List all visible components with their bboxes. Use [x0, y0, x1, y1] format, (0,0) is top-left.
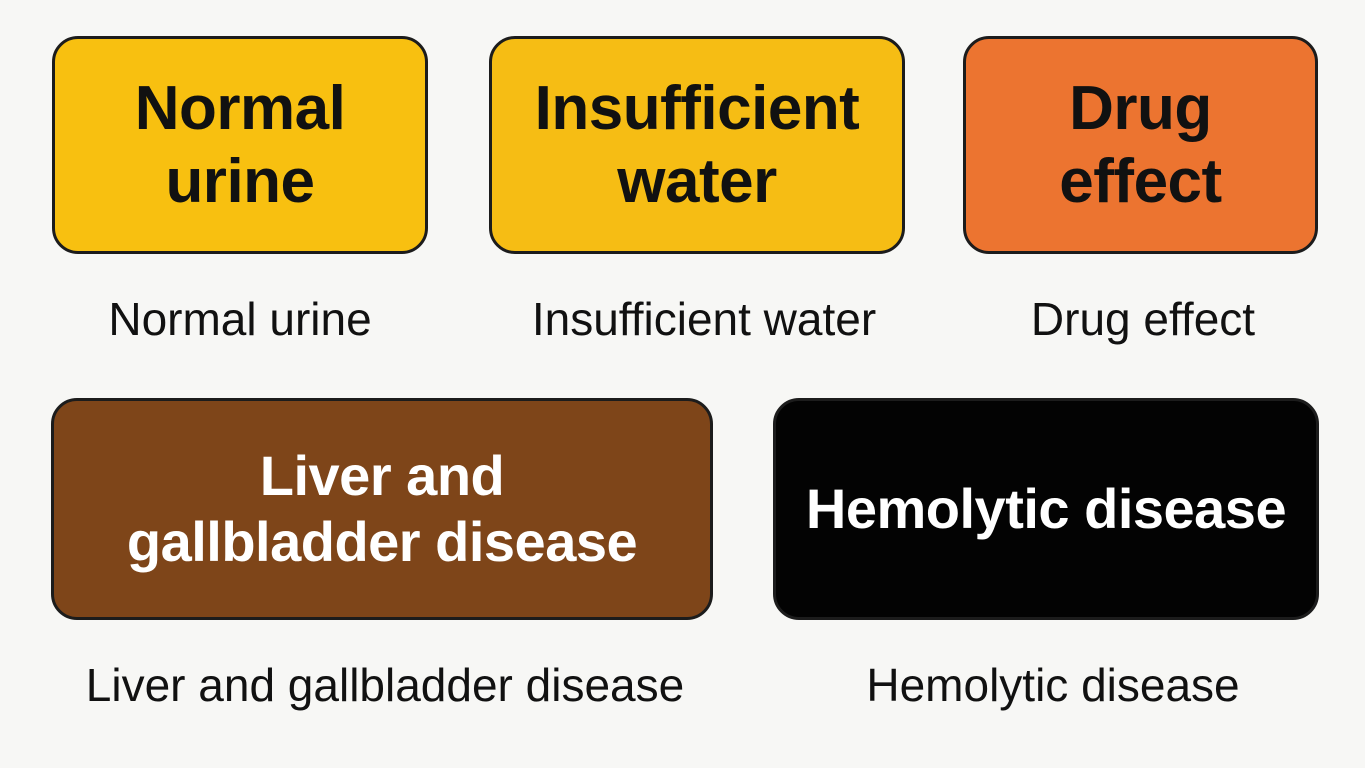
swatch-label-line: Insufficient: [534, 73, 860, 143]
swatch-label-line: Drug: [1069, 73, 1212, 143]
swatch-label-drug-effect: Drug effect: [1059, 72, 1222, 218]
caption-insufficient-water: Insufficient water: [531, 293, 877, 345]
swatch-label-line: Hemolytic disease: [805, 476, 1287, 540]
swatch-label-line: water: [617, 147, 777, 216]
swatch-label-line: gallbladder disease: [126, 510, 638, 573]
swatch-label-liver-gallbladder-disease: Liver and gallbladder disease: [126, 443, 638, 575]
swatch-label-line: Normal: [134, 73, 346, 143]
caption-drug-effect: Drug effect: [1030, 293, 1256, 345]
caption-liver-gallbladder-disease: Liver and gallbladder disease: [85, 659, 685, 711]
caption-hemolytic-disease: Hemolytic disease: [866, 659, 1240, 711]
swatch-label-line: effect: [1059, 147, 1222, 216]
swatch-insufficient-water: Insufficient water: [489, 36, 905, 254]
swatch-drug-effect: Drug effect: [963, 36, 1318, 254]
swatch-label-hemolytic-disease: Hemolytic disease: [805, 476, 1287, 542]
swatch-label-line: urine: [165, 147, 315, 216]
swatch-liver-gallbladder-disease: Liver and gallbladder disease: [51, 398, 713, 620]
swatch-hemolytic-disease: Hemolytic disease: [773, 398, 1319, 620]
caption-normal-urine: Normal urine: [108, 293, 372, 345]
swatch-label-line: Liver and: [259, 443, 505, 507]
swatch-label-normal-urine: Normal urine: [135, 72, 346, 218]
swatch-label-insufficient-water: Insufficient water: [535, 72, 860, 218]
swatch-normal-urine: Normal urine: [52, 36, 428, 254]
